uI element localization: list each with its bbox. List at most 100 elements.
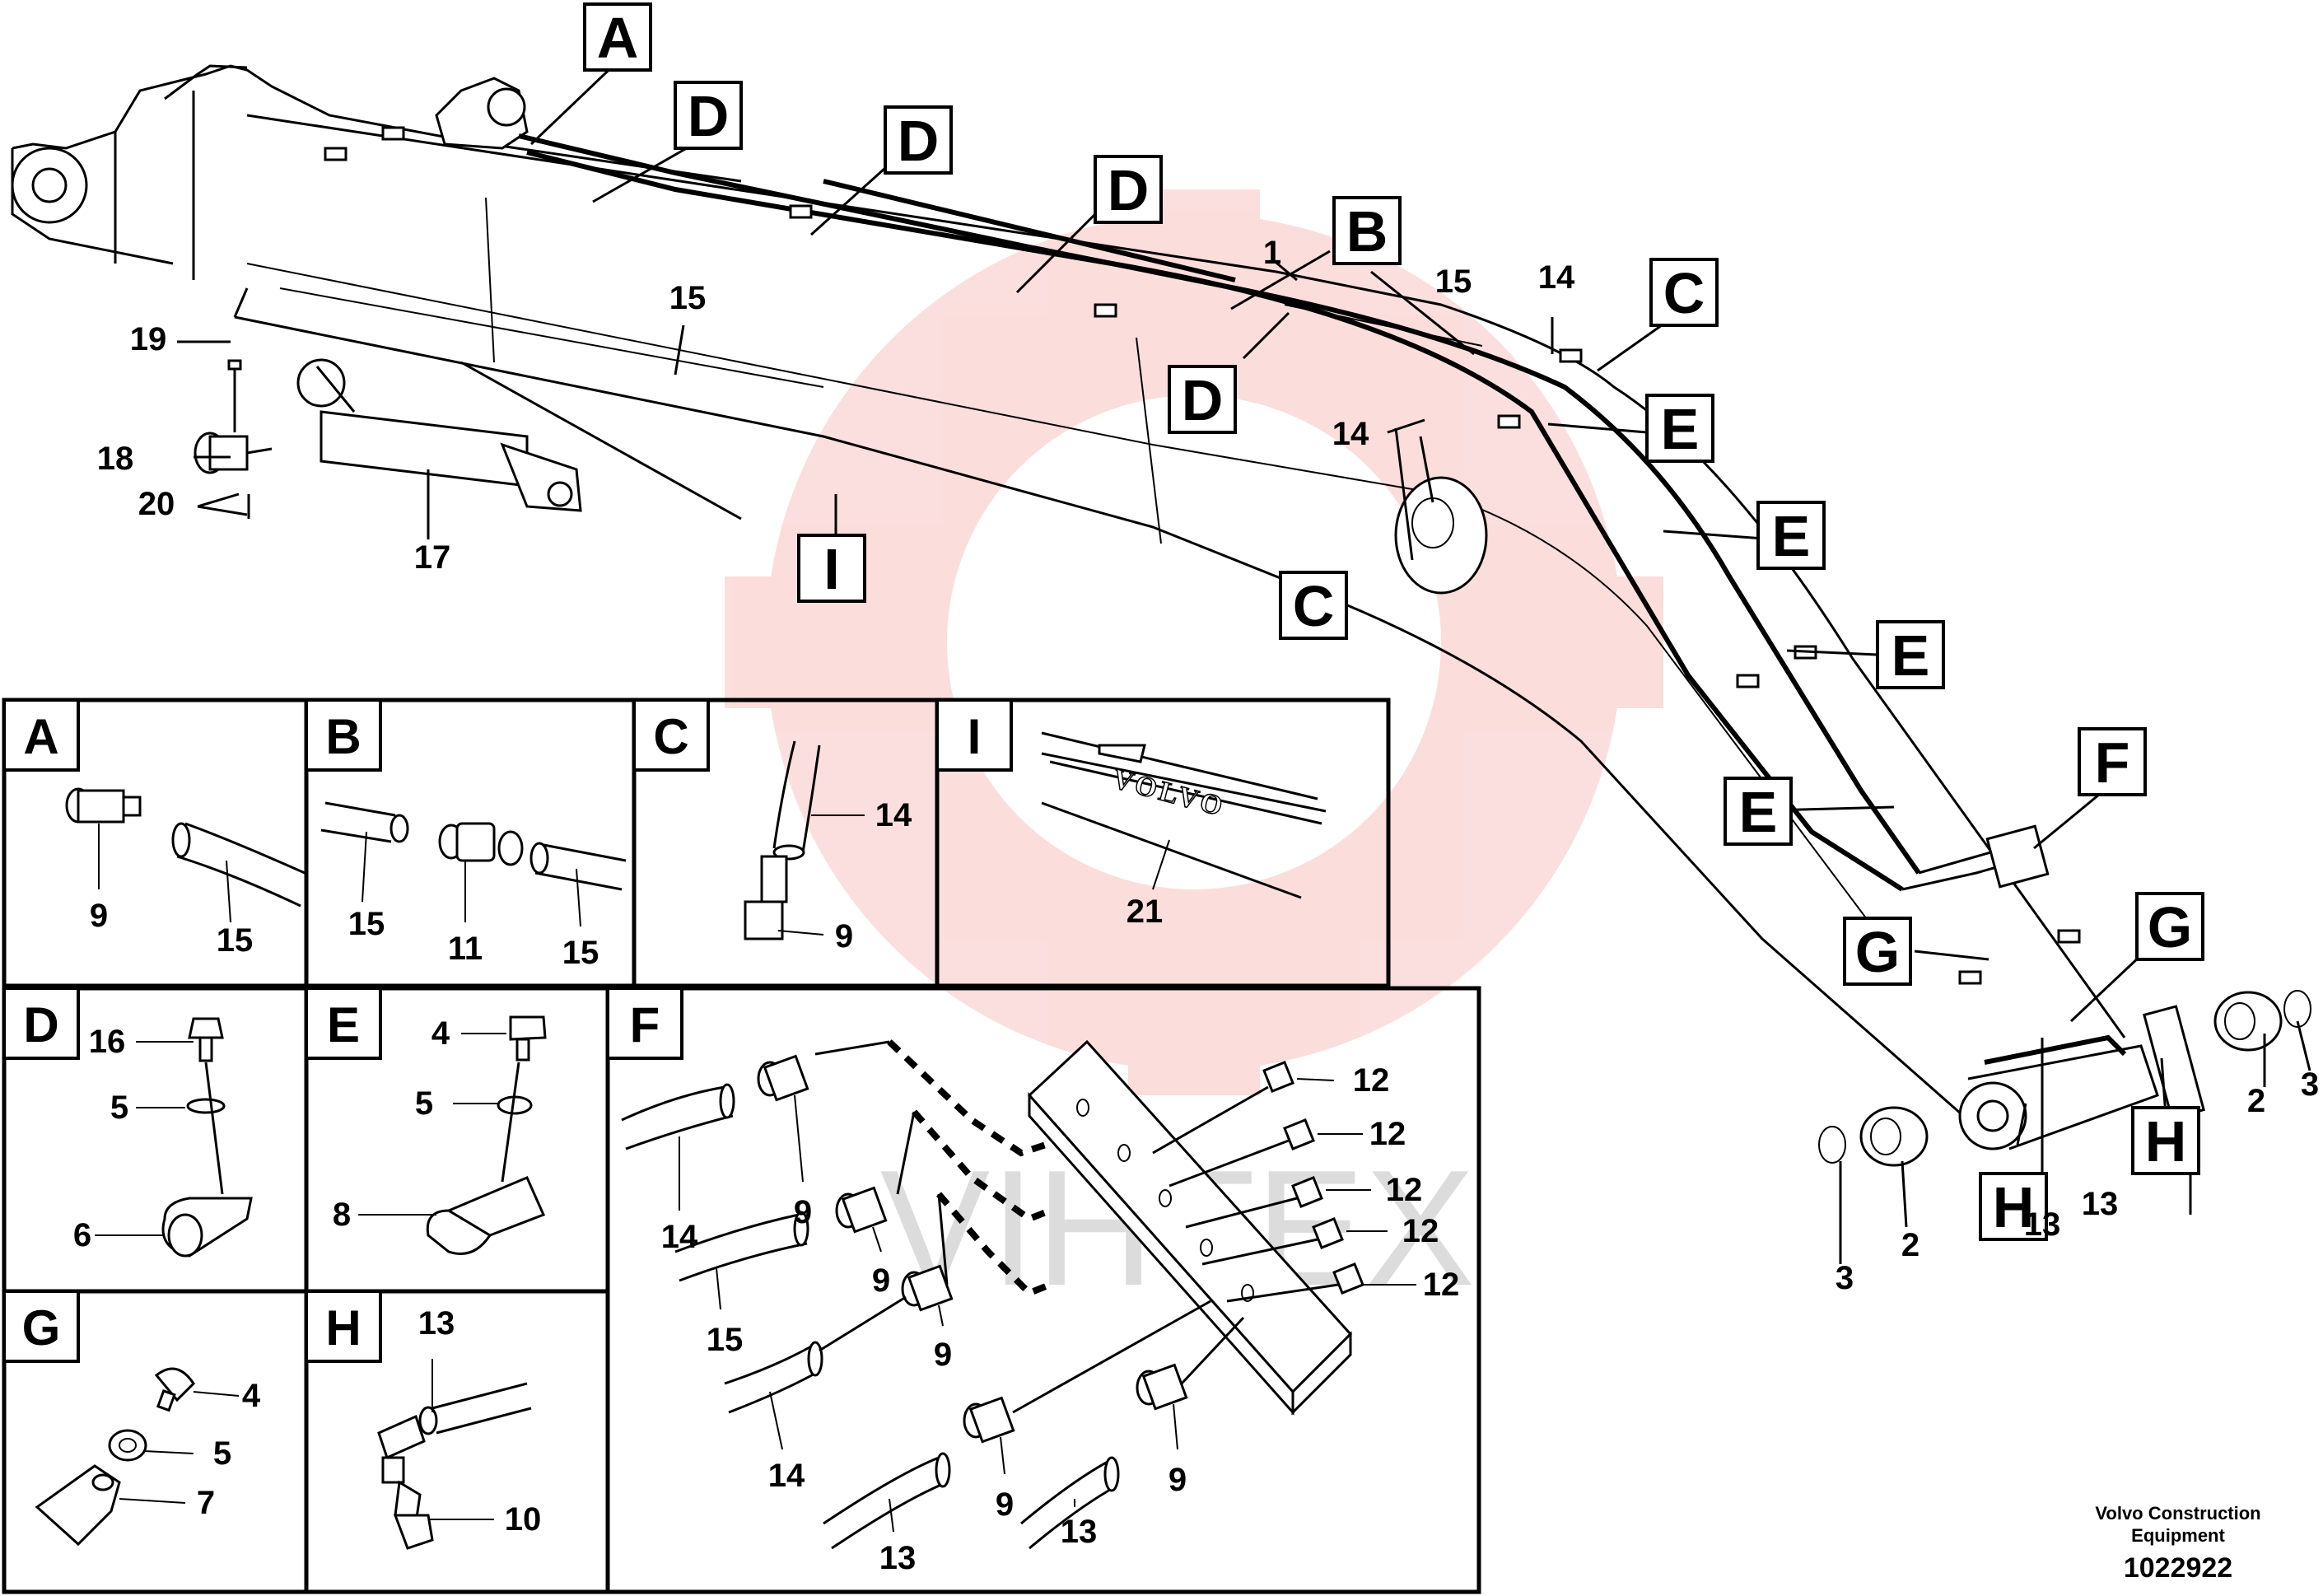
svg-text:9: 9	[90, 898, 108, 934]
svg-text:F: F	[630, 997, 660, 1052]
svg-text:B: B	[325, 709, 361, 764]
callout-E-main-4: E	[1724, 777, 1793, 846]
svg-text:C: C	[1663, 261, 1705, 325]
part-numbers-main: 1 15 15 14 14 19 18 20 17 13 13 3 2 2 3	[97, 235, 2319, 1296]
boom-cylinder-part-17	[296, 358, 742, 520]
svg-text:9: 9	[996, 1486, 1014, 1523]
svg-text:15: 15	[348, 906, 385, 942]
callout-E-main-2: E	[1756, 501, 1826, 570]
svg-text:12: 12	[1423, 1267, 1460, 1303]
svg-text:G: G	[22, 1300, 61, 1356]
svg-text:E: E	[1892, 623, 1930, 688]
callout-D-main-1: D	[674, 81, 743, 150]
svg-text:H: H	[325, 1300, 361, 1356]
svg-text:15: 15	[669, 280, 707, 316]
svg-text:11: 11	[448, 931, 483, 967]
svg-text:2: 2	[1901, 1227, 1920, 1263]
svg-text:13: 13	[2082, 1186, 2119, 1222]
svg-text:1: 1	[1263, 235, 1281, 271]
bolt-part-19	[227, 359, 242, 432]
svg-text:4: 4	[242, 1378, 261, 1414]
svg-text:D: D	[1182, 368, 1224, 432]
callout-B-main: B	[1332, 196, 1402, 265]
svg-text:12: 12	[1353, 1062, 1390, 1099]
callout-H-main-2: H	[2131, 1106, 2200, 1175]
svg-text:D: D	[898, 109, 940, 173]
svg-text:B: B	[1346, 199, 1388, 264]
detail-panel-E: E 4 5 8	[304, 986, 610, 1294]
detail-panel-B: B 15 11 15	[304, 698, 637, 988]
svg-text:E: E	[1739, 780, 1778, 844]
svg-text:9: 9	[794, 1194, 812, 1230]
svg-text:19: 19	[130, 321, 167, 357]
callout-A-main: A	[583, 2, 652, 72]
svg-text:13: 13	[2024, 1206, 2061, 1243]
svg-text:9: 9	[934, 1337, 952, 1373]
svg-text:14: 14	[1332, 416, 1369, 452]
svg-text:9: 9	[835, 918, 853, 954]
svg-text:15: 15	[707, 1322, 744, 1358]
svg-text:20: 20	[138, 486, 175, 522]
svg-text:7: 7	[197, 1485, 215, 1521]
svg-text:E: E	[327, 997, 360, 1052]
svg-text:12: 12	[1369, 1116, 1406, 1152]
detail-panel-G: G 4 5 7	[2, 1289, 309, 1594]
svg-text:12: 12	[1402, 1213, 1439, 1249]
svg-text:Equipment: Equipment	[2131, 1525, 2225, 1546]
detail-panel-A: A 9 15	[2, 698, 309, 988]
svg-text:G: G	[1855, 920, 1900, 984]
callout-D-main-4: D	[1168, 365, 1237, 434]
callout-G-main-2: G	[2135, 892, 2204, 961]
callout-I-main: I	[797, 534, 866, 603]
svg-text:5: 5	[415, 1085, 433, 1122]
svg-text:10: 10	[505, 1501, 542, 1538]
svg-text:14: 14	[661, 1219, 698, 1255]
svg-text:13: 13	[879, 1540, 917, 1576]
svg-text:F: F	[2095, 730, 2130, 795]
svg-text:15: 15	[217, 922, 254, 959]
svg-text:8: 8	[333, 1197, 351, 1233]
watermark-gear-logo	[725, 189, 1663, 1095]
svg-text:D: D	[688, 84, 730, 148]
callout-C-main-1: C	[1649, 258, 1719, 327]
svg-text:Volvo Construction: Volvo Construction	[2095, 1503, 2260, 1524]
svg-text:A: A	[597, 6, 639, 70]
svg-text:15: 15	[1435, 264, 1472, 300]
callout-F-main: F	[2078, 727, 2147, 796]
pin-part-18	[194, 432, 273, 474]
detail-panel-H: H 13 10	[304, 1289, 610, 1594]
svg-text:9: 9	[872, 1262, 890, 1299]
svg-text:14: 14	[768, 1458, 805, 1494]
detail-panel-C: C 14 9	[632, 698, 940, 988]
svg-text:18: 18	[97, 441, 134, 477]
svg-text:I: I	[968, 709, 982, 764]
svg-text:14: 14	[875, 797, 912, 833]
svg-text:13: 13	[418, 1305, 455, 1342]
svg-text:D: D	[23, 997, 58, 1052]
svg-text:1022922: 1022922	[2124, 1552, 2232, 1584]
svg-text:H: H	[2145, 1109, 2187, 1174]
callout-C-main-2: C	[1279, 571, 1348, 640]
svg-text:15: 15	[562, 935, 599, 971]
svg-text:2: 2	[2247, 1083, 2265, 1119]
callout-H-main-1: H	[1979, 1172, 2048, 1241]
svg-text:5: 5	[110, 1090, 128, 1126]
svg-text:16: 16	[89, 1024, 126, 1060]
svg-text:5: 5	[213, 1435, 231, 1472]
callout-D-main-2: D	[884, 105, 953, 175]
svg-text:A: A	[23, 709, 58, 764]
svg-text:3: 3	[1836, 1260, 1854, 1296]
callout-G-main-1: G	[1843, 917, 1912, 986]
svg-text:9: 9	[1168, 1462, 1187, 1498]
svg-text:E: E	[1661, 397, 1700, 461]
svg-text:6: 6	[73, 1217, 91, 1253]
detail-panel-F: F	[605, 986, 1481, 1594]
svg-text:13: 13	[1061, 1514, 1098, 1550]
svg-text:C: C	[653, 709, 688, 764]
svg-text:14: 14	[1538, 259, 1575, 296]
svg-text:4: 4	[431, 1015, 450, 1052]
svg-text:H: H	[1993, 1175, 2035, 1239]
callout-E-main-3: E	[1876, 620, 1945, 689]
svg-text:E: E	[1772, 504, 1811, 568]
